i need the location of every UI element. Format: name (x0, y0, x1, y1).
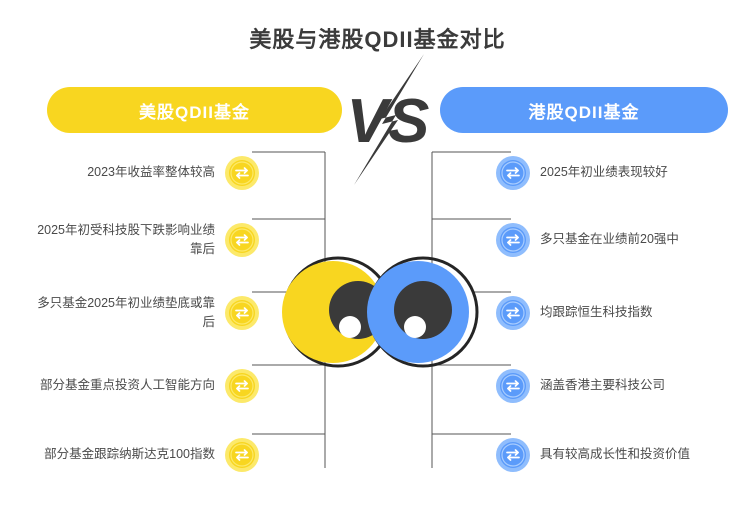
left-eye (282, 256, 394, 368)
exchange-arrows-icon (224, 368, 260, 404)
right-item-label: 涵盖香港主要科技公司 (540, 378, 666, 393)
vs-label: VS (347, 87, 430, 156)
left-item-label: 多只基金2025年初业绩垫底或靠后 (37, 295, 215, 329)
list-item: 2023年收益率整体较高 (20, 150, 260, 196)
list-item: 多只基金2025年初业绩垫底或靠后 (20, 290, 260, 336)
exchange-arrows-icon (224, 222, 260, 258)
right-item-label: 均跟踪恒生科技指数 (540, 305, 653, 320)
exchange-arrows-icon (224, 295, 260, 331)
right-item-label: 多只基金在业绩前20强中 (540, 232, 679, 247)
header-pill-left-label: 美股QDII基金 (139, 102, 250, 122)
header-pill-left: 美股QDII基金 (47, 87, 342, 133)
list-item: 涵盖香港主要科技公司 (495, 363, 745, 409)
right-item-label: 2025年初业绩表现较好 (540, 165, 668, 180)
exchange-arrows-icon (224, 155, 260, 191)
lightning-bolt-icon (354, 54, 424, 185)
left-item-label: 2025年初受科技股下跌影响业绩靠后 (37, 222, 215, 256)
exchange-arrows-icon (495, 437, 531, 473)
exchange-arrows-icon (224, 437, 260, 473)
list-item: 部分基金重点投资人工智能方向 (20, 363, 260, 409)
header-pill-right: 港股QDII基金 (440, 87, 728, 133)
header-pill-right-label: 港股QDII基金 (528, 102, 640, 122)
left-item-label: 2023年收益率整体较高 (87, 165, 215, 180)
exchange-arrows-icon (495, 295, 531, 331)
exchange-arrows-icon (495, 368, 531, 404)
list-item: 部分基金跟踪纳斯达克100指数 (20, 432, 260, 478)
list-item: 2025年初业绩表现较好 (495, 150, 745, 196)
left-item-label: 部分基金跟踪纳斯达克100指数 (44, 447, 215, 462)
list-item: 具有较高成长性和投资价值 (495, 432, 745, 478)
page-title: 美股与港股QDII基金对比 (249, 27, 506, 52)
right-item-label: 具有较高成长性和投资价值 (540, 447, 691, 462)
left-item-label: 部分基金重点投资人工智能方向 (39, 378, 215, 393)
list-item: 2025年初受科技股下跌影响业绩靠后 (20, 217, 260, 263)
list-item: 多只基金在业绩前20强中 (495, 217, 745, 263)
dual-eye-graphic (282, 252, 482, 372)
vs-badge: VS (336, 52, 446, 187)
right-eye (367, 256, 479, 368)
exchange-arrows-icon (495, 222, 531, 258)
list-item: 均跟踪恒生科技指数 (495, 290, 745, 336)
exchange-arrows-icon (495, 155, 531, 191)
